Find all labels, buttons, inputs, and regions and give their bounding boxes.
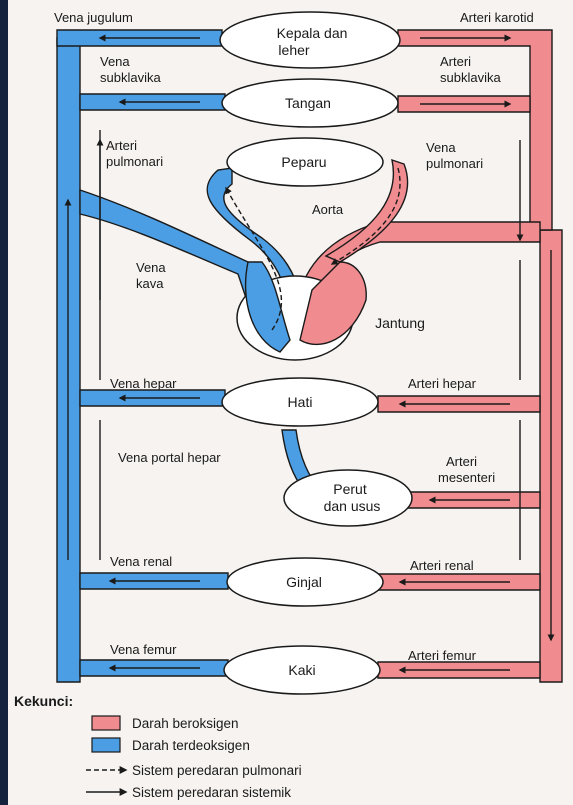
- label-pulmonary-vein-2: pulmonari: [426, 156, 483, 171]
- legend: Kekunci: Darah beroksigen Darah terdeoks…: [14, 693, 302, 800]
- label-gut-2: dan usus: [324, 498, 381, 514]
- label-mesenteric-artery-2: mesenteri: [438, 470, 495, 485]
- label-renal-artery: Arteri renal: [410, 558, 474, 573]
- label-pulmonary-artery-2: pulmonari: [106, 154, 163, 169]
- vena-cava-vessel: [80, 190, 262, 304]
- label-renal-vein: Vena renal: [110, 554, 172, 569]
- label-gut: Perut: [333, 481, 367, 497]
- legend-swatch-deoxygenated: [92, 738, 120, 752]
- label-subclavian-vein-2: subklavika: [100, 70, 161, 85]
- label-hepatic-portal-vein: Vena portal hepar: [118, 450, 221, 465]
- label-subclavian-artery: Arteri: [440, 54, 471, 69]
- label-mesenteric-artery: Arteri: [446, 454, 477, 469]
- label-femoral-artery: Arteri femur: [408, 648, 477, 663]
- label-femoral-vein: Vena femur: [110, 642, 177, 657]
- label-kidney: Ginjal: [286, 574, 322, 590]
- label-subclavian-artery-2: subklavika: [440, 70, 501, 85]
- label-heart: Jantung: [375, 315, 425, 331]
- label-liver: Hati: [288, 394, 313, 410]
- legend-pulmonary: Sistem peredaran pulmonari: [132, 763, 302, 778]
- label-pulmonary-artery: Arteri: [106, 138, 137, 153]
- legend-systemic: Sistem peredaran sistemik: [132, 785, 291, 800]
- legend-title: Kekunci:: [14, 693, 73, 709]
- label-pulmonary-vein: Vena: [426, 140, 456, 155]
- label-legs: Kaki: [288, 662, 315, 678]
- label-carotid-artery: Arteri karotid: [460, 10, 534, 25]
- label-vena-cava: Vena: [136, 260, 166, 275]
- carotid-artery-vessel: [398, 30, 552, 230]
- legend-deoxygenated: Darah terdeoksigen: [132, 738, 250, 753]
- label-hepatic-vein: Vena hepar: [110, 376, 177, 391]
- legend-swatch-oxygenated: [92, 716, 120, 730]
- label-head-2: leher: [278, 42, 309, 58]
- label-hepatic-artery: Arteri hepar: [408, 376, 477, 391]
- label-arms: Tangan: [285, 95, 331, 111]
- organs: [220, 12, 412, 694]
- label-vena-cava-2: kava: [136, 276, 164, 291]
- legend-oxygenated: Darah beroksigen: [132, 716, 239, 731]
- label-head: Kepala dan: [277, 25, 348, 41]
- label-jugular-vein: Vena jugulum: [54, 10, 133, 25]
- label-subclavian-vein: Vena: [100, 54, 130, 69]
- label-aorta: Aorta: [312, 202, 344, 217]
- label-lungs: Peparu: [281, 154, 326, 170]
